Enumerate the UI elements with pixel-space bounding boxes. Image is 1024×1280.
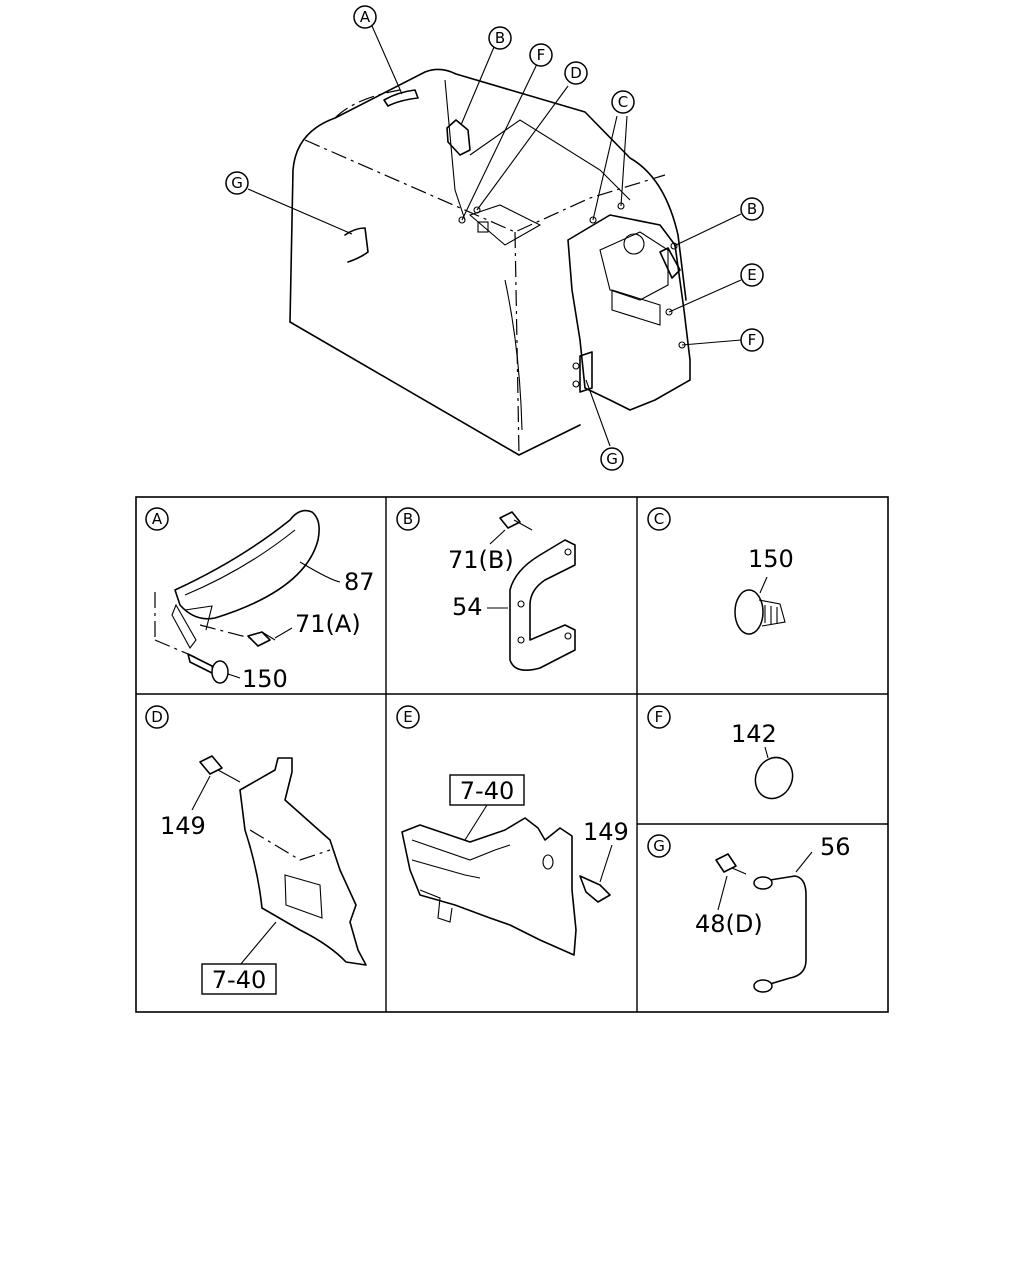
panel-B: B 71(B) 54	[396, 507, 576, 671]
svg-text:F: F	[655, 708, 664, 726]
overview-callout-B: B	[488, 26, 512, 50]
overview-callout-G-bottom: G	[600, 447, 624, 471]
overview-callout-F: F	[529, 43, 553, 67]
panel-G-letter: G	[647, 834, 671, 858]
part-87-label: 87	[344, 568, 375, 596]
mounting-holes	[458, 202, 686, 388]
leader-lines	[247, 25, 742, 447]
ref-box-D: 7-40	[201, 963, 277, 995]
handle-B-left	[446, 119, 471, 156]
svg-text:A: A	[152, 510, 163, 528]
handle-G-left	[344, 227, 369, 263]
part-48D-label: 48(D)	[695, 910, 763, 938]
svg-text:C: C	[618, 93, 628, 111]
grid-frame	[135, 496, 889, 1013]
svg-text:B: B	[495, 29, 505, 47]
panel-D: D 149 7-40	[145, 705, 367, 995]
svg-text:B: B	[747, 200, 757, 218]
panel-D-letter: D	[145, 705, 169, 729]
part-149-label-D: 149	[160, 812, 206, 840]
panel-C-letter: C	[647, 507, 671, 531]
svg-text:7-40: 7-40	[460, 777, 514, 805]
svg-text:D: D	[570, 64, 582, 82]
part-71A-label: 71(A)	[295, 610, 361, 638]
part-142-label: 142	[731, 720, 777, 748]
overview-callout-B-right: B	[740, 197, 764, 221]
overview-callout-F-right: F	[740, 328, 764, 352]
svg-text:C: C	[654, 510, 664, 528]
panel-B-letter: B	[396, 507, 420, 531]
part-149-label-E: 149	[583, 818, 629, 846]
handle-B-right	[659, 247, 681, 279]
overview-callout-A: A	[353, 5, 377, 29]
ref-box-E: 7-40	[449, 774, 525, 806]
panel-E-letter: E	[396, 705, 420, 729]
part-150-label-A: 150	[242, 665, 288, 693]
svg-text:G: G	[231, 174, 243, 192]
panel-A-letter: A	[145, 507, 169, 531]
panel-F-letter: F	[647, 705, 671, 729]
overview-callout-D: D	[564, 61, 588, 85]
svg-text:E: E	[403, 708, 412, 726]
panel-F: F 142	[647, 705, 794, 800]
overview-callout-E: E	[740, 263, 764, 287]
part-150-label-C: 150	[748, 545, 794, 573]
handle-G-right	[579, 351, 593, 393]
panel-A: A 87 71(A) 150	[145, 507, 375, 693]
svg-text:G: G	[606, 450, 618, 468]
detail-panels-grid: A 87 71(A) 150 B	[135, 496, 889, 1013]
svg-text:D: D	[151, 708, 163, 726]
svg-text:A: A	[360, 8, 371, 26]
panel-E: E 7-40 149	[396, 705, 629, 956]
svg-text:G: G	[653, 837, 665, 855]
part-56-label: 56	[820, 833, 851, 861]
overview-callout-C: C	[611, 90, 635, 114]
overview-callout-G: G	[225, 171, 249, 195]
part-71B-label: 71(B)	[448, 546, 514, 574]
svg-text:B: B	[403, 510, 413, 528]
svg-text:E: E	[747, 266, 756, 284]
svg-text:7-40: 7-40	[212, 966, 266, 994]
part-54-label: 54	[452, 593, 483, 621]
cab-body	[289, 68, 691, 456]
panel-C: C 150	[647, 507, 794, 635]
cab-overview-drawing: A B F D C G B E F G	[225, 5, 764, 471]
svg-text:F: F	[748, 331, 757, 349]
panel-G: G 48(D) 56	[647, 833, 851, 993]
svg-text:F: F	[537, 46, 546, 64]
handle-A	[383, 89, 419, 107]
